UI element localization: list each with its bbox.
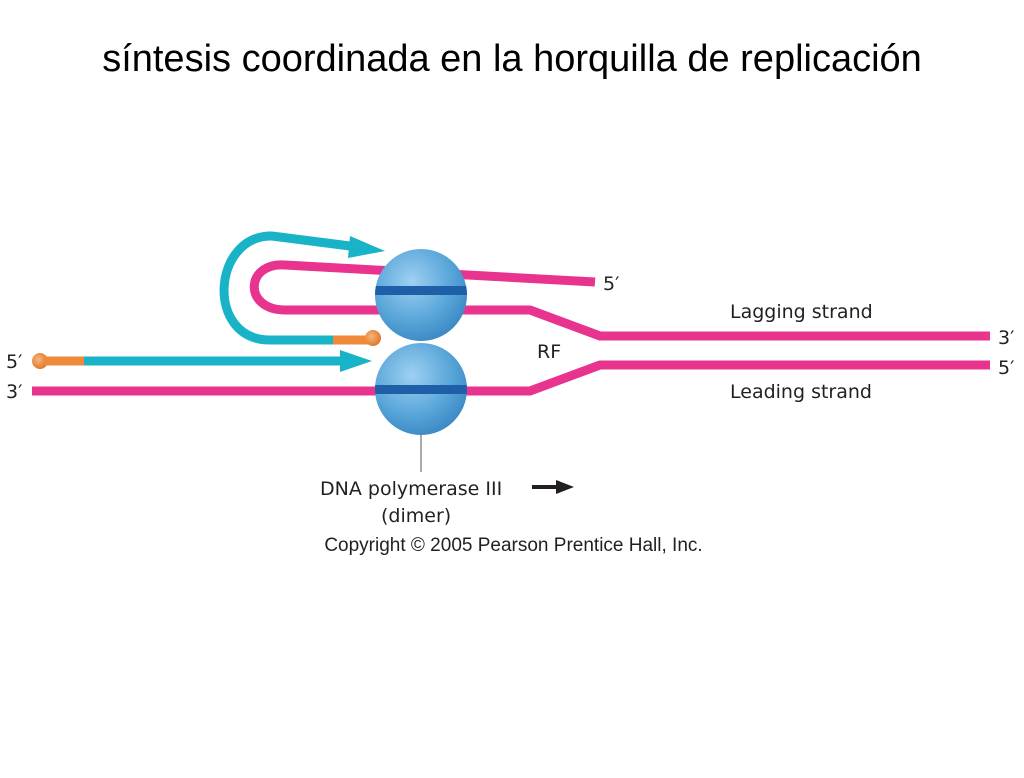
polymerase-label: DNA polymerase III [320,478,502,500]
lagging-template-strand [249,260,990,341]
lagging-3prime-label: 3′ [998,327,1014,349]
lagging-strand-label: Lagging strand [730,301,873,323]
template-3prime-label: 3′ [6,381,22,403]
leading-template-strand [32,360,990,396]
polymerase-label-dimer: (dimer) [381,505,451,527]
leading-strand-label: Leading strand [730,381,872,403]
copyright-notice: Copyright © 2005 Pearson Prentice Hall, … [324,535,703,556]
leading-5prime-label: 5′ [998,357,1014,379]
direction-arrow-icon [532,480,574,494]
top-strand-5prime-label: 5′ [603,273,619,295]
replication-fork-label: RF [537,341,561,363]
curved-arrow-icon [348,236,385,258]
arrow-icon [340,350,372,372]
new-strand-5prime-label: 5′ [6,351,22,373]
slide-title: síntesis coordinada en la horquilla de r… [102,38,922,80]
lagging-new-strand [219,231,351,345]
primer-ball-icon [365,330,381,346]
polymerase-dimer [375,249,467,435]
